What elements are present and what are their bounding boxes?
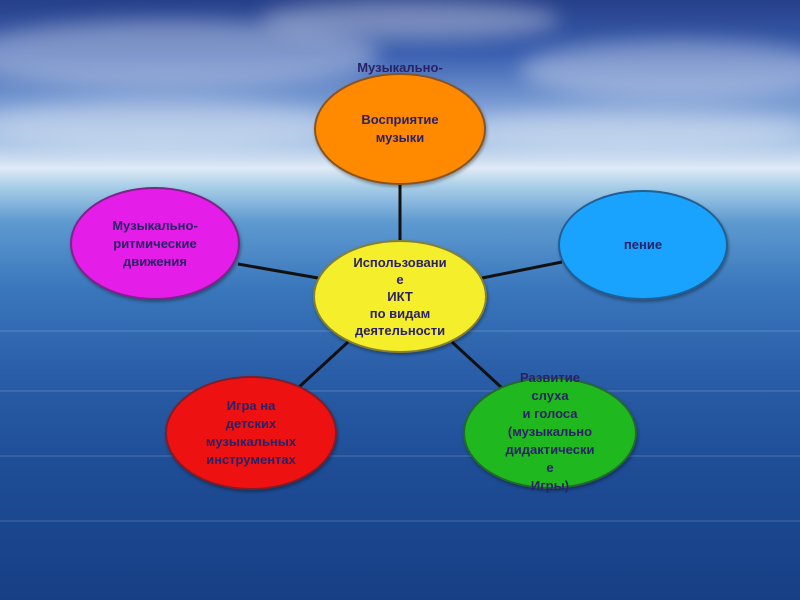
node-left: Музыкально- ритмические движения xyxy=(70,187,240,300)
wave-line xyxy=(0,455,800,457)
node-bottom-right xyxy=(463,377,637,489)
cloud xyxy=(0,20,380,90)
node-right: пение xyxy=(558,190,728,300)
cloud xyxy=(0,100,340,150)
connector-bottom-right xyxy=(450,340,504,390)
connector-right xyxy=(481,260,563,280)
wave-line xyxy=(0,390,800,392)
node-center: Использовани е ИКТ по видам деятельности xyxy=(313,240,487,353)
wave-line xyxy=(0,520,800,522)
cloud xyxy=(450,110,800,150)
cloud xyxy=(520,40,800,100)
node-top: Восприятие музыки xyxy=(314,73,486,185)
connector-left xyxy=(237,262,319,280)
node-bottom-right-label: Развитие слуха и голоса (музыкально дида… xyxy=(505,370,595,493)
node-bottom-left-label: Игра на детских музыкальных инструментах xyxy=(205,398,297,467)
node-top-label: Восприятие музыки xyxy=(361,112,439,145)
connector-bottom-left xyxy=(296,340,350,390)
node-top-extra-label: Музыкально- xyxy=(357,60,443,75)
node-left-label: Музыкально- ритмические движения xyxy=(112,217,198,269)
cloud xyxy=(260,0,560,40)
node-center-label: Использовани е ИКТ по видам деятельности xyxy=(353,255,447,338)
node-right-label: пение xyxy=(623,237,663,252)
node-bottom-left: Игра на детских музыкальных инструментах xyxy=(165,376,337,490)
